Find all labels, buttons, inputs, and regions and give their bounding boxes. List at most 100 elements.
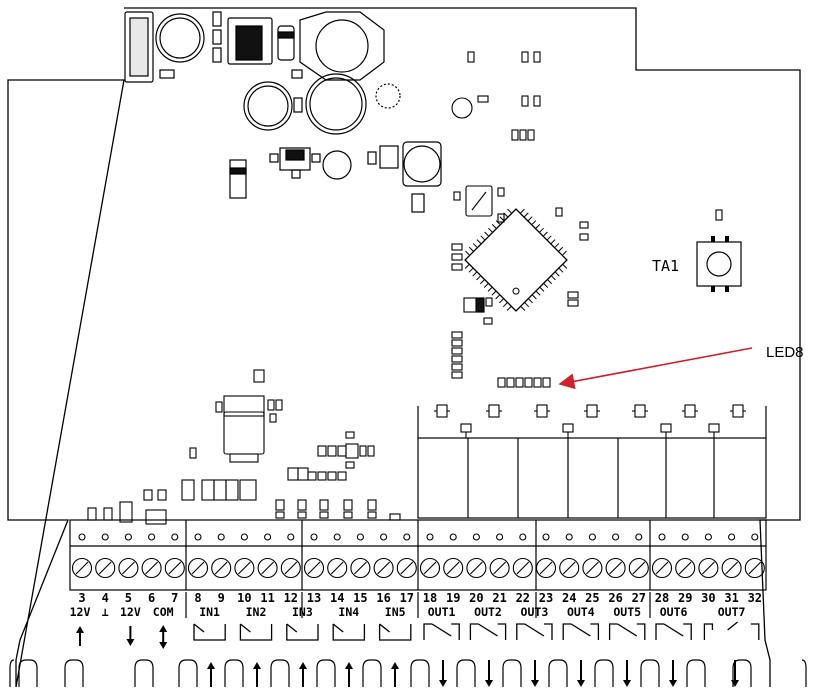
terminal-group-out7: OUT7 (718, 605, 746, 619)
terminal-group-com: COM (153, 605, 174, 619)
terminal-screw (234, 533, 255, 579)
terminal-number: 12 (284, 591, 298, 605)
terminal-number: 25 (585, 591, 599, 605)
terminal-number: 21 (492, 591, 506, 605)
terminal-screw (651, 533, 673, 579)
terminal-number: 8 (194, 591, 201, 605)
terminal-screw (373, 533, 394, 579)
terminal-number: 3 (78, 591, 85, 605)
connector-pad (640, 659, 660, 687)
terminal-screw (535, 533, 557, 579)
terminal-screw (303, 533, 325, 579)
terminal-number: 23 (539, 591, 553, 605)
relay-transistor (730, 404, 746, 418)
terminal-number: 16 (376, 591, 390, 605)
terminal-group-in1: IN1 (199, 605, 220, 619)
terminal-group-out2: OUT2 (474, 605, 502, 619)
relay-block (417, 406, 767, 519)
connector-pad (270, 659, 290, 687)
output-arrow-down (577, 660, 585, 687)
terminal-screw (628, 533, 649, 579)
terminal-screw (559, 533, 580, 579)
terminal-screw (582, 533, 603, 579)
terminal-group-out4: OUT4 (567, 605, 595, 619)
relay-transistor (584, 404, 600, 418)
connector-pad (134, 659, 154, 687)
led8-annotation-arrow (558, 347, 753, 390)
terminal-number: 19 (446, 591, 460, 605)
connector-pad (732, 659, 752, 687)
input-arrow-up (207, 662, 215, 687)
connector-pad (686, 659, 706, 687)
ta1-button (696, 236, 742, 292)
terminal-number: 20 (469, 591, 483, 605)
regulator-components (87, 369, 401, 525)
terminal-number: 13 (307, 591, 321, 605)
connector-pad (502, 659, 522, 687)
output-arrow-down (623, 660, 631, 687)
input-switch-symbols (193, 623, 412, 641)
relay-transistor (486, 404, 502, 418)
terminal-number: 31 (724, 591, 738, 605)
relay-diode (460, 423, 472, 438)
connector-pad (178, 659, 198, 687)
terminal-group-gnd: ⊥ (102, 605, 109, 619)
connector-pad (548, 659, 568, 687)
terminal-screw (744, 533, 765, 579)
board-outline (7, 7, 801, 688)
relay-transistors (434, 404, 746, 438)
terminal-number: 27 (632, 591, 646, 605)
terminal-group-12v-right: 12V (120, 605, 141, 619)
connector-pad (18, 659, 38, 687)
smd-components (451, 51, 723, 388)
relay-transistor (632, 404, 648, 418)
terminal-number: 22 (516, 591, 530, 605)
input-arrow-up (299, 662, 307, 687)
terminal-screw (419, 533, 441, 579)
terminal-group-in2: IN2 (246, 605, 267, 619)
terminal-number: 15 (353, 591, 367, 605)
terminal-group-out6: OUT6 (660, 605, 688, 619)
terminal-number: 18 (423, 591, 437, 605)
terminal-number: 29 (678, 591, 692, 605)
terminal-screw (280, 533, 301, 579)
terminal-screw (396, 533, 417, 579)
terminal-number: 10 (237, 591, 251, 605)
terminal-screw (211, 533, 232, 579)
terminal-number: 5 (125, 591, 132, 605)
terminal-screw (71, 533, 93, 579)
connector-pad (316, 659, 336, 687)
terminal-number: 6 (148, 591, 155, 605)
terminal-screw (327, 533, 348, 579)
terminal-screw (721, 533, 742, 579)
terminal-number: 11 (260, 591, 274, 605)
relay-transistor (534, 404, 550, 418)
terminal-group-out3: OUT3 (521, 605, 549, 619)
relay-transistor (682, 404, 698, 418)
power-arrows (76, 626, 135, 646)
terminal-screw (118, 533, 139, 579)
output-arrow-down (669, 660, 677, 687)
terminal-group-out1: OUT1 (428, 605, 456, 619)
terminal-screw (489, 533, 510, 579)
ta1-label: TA1 (652, 257, 679, 275)
terminal-screw (164, 533, 185, 579)
connector-pad (362, 659, 382, 687)
output-arrow-down (485, 660, 493, 687)
input-arrow-up (345, 662, 353, 687)
output-arrow-down (731, 660, 739, 687)
led-row (497, 377, 551, 388)
relay-diode (660, 423, 672, 438)
output-contact-symbols (423, 621, 760, 640)
terminal-screw (698, 533, 719, 579)
terminal-number: 9 (218, 591, 225, 605)
terminal-screw (141, 533, 162, 579)
relay-diode (562, 423, 574, 438)
led8-label: LED8 (766, 344, 804, 361)
terminal-group-12v-left: 12V (70, 605, 91, 619)
connector-pad (594, 659, 614, 687)
terminal-group-in4: IN4 (338, 605, 359, 619)
terminal-screw (675, 533, 696, 579)
